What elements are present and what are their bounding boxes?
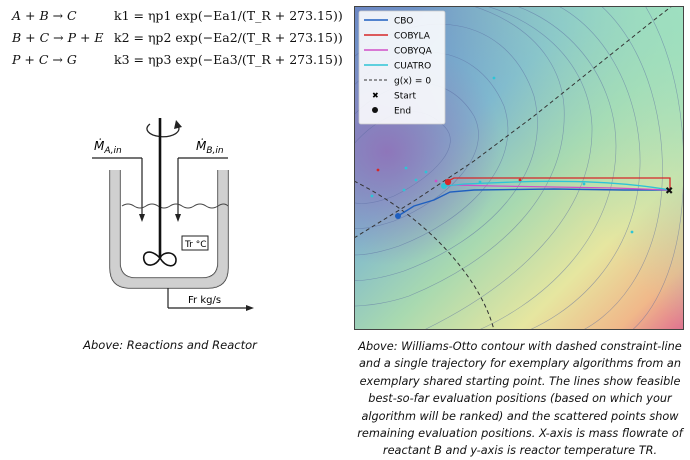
temperature-sensor (181, 235, 209, 251)
end-marker-cobyla (444, 178, 452, 186)
end-marker-cuatro (441, 183, 447, 189)
end-marker-cbo (395, 213, 401, 219)
reaction-rate: k2 = ηp2 exp(−Ea2/(T_R + 273.15)) (114, 30, 343, 45)
trajectory-cuatro (445, 180, 671, 191)
caption-line: remaining evaluation positions. X-axis i… (357, 427, 683, 441)
liquid-surface (121, 203, 229, 209)
reactor-jacket (110, 170, 228, 288)
legend-label-start: Start (394, 92, 416, 102)
legend: CBO COBYLA COBYQA CUATRO g(x) = 0 ✖ Star… (358, 10, 446, 125)
inlet-b-label: ṀB,in (196, 138, 224, 156)
legend-box (358, 10, 446, 125)
stirrer-rotation-arrowhead (174, 120, 182, 129)
reactor-vessel-outer (109, 170, 229, 289)
legend-swatch-start: ✖ (372, 91, 379, 100)
reaction-equation: P + C → G (12, 52, 77, 67)
temperature-label: Tr °C (184, 240, 207, 250)
caption-line: exemplary shared starting point. The lin… (359, 374, 681, 388)
contour-plot: ✖ CBO COBYLA COBYQA CUATRO g(x) = 0 ✖ St… (354, 6, 684, 330)
legend-label-end: End (394, 107, 411, 117)
right-caption: Above: Williams-Otto contour with dashed… (350, 338, 690, 460)
reaction-rate: k1 = ηp1 exp(−Ea1/(T_R + 273.15)) (114, 8, 343, 23)
caption-line: best-so-far evaluation positions (based … (368, 392, 672, 406)
trajectory-cbo (397, 188, 670, 217)
left-caption: Above: Reactions and Reactor (83, 338, 257, 352)
reactor-vessel-inner (119, 170, 219, 279)
impeller (142, 251, 177, 267)
reactor-diagram: ṀA,in ṀB,in Tr °C Fr kg/s (92, 118, 254, 311)
stirrer-rotation-arrow (146, 123, 180, 138)
inlet-a-label: ṀA,in (94, 138, 122, 156)
reaction-rate: k3 = ηp3 exp(−Ea3/(T_R + 273.15)) (114, 52, 343, 67)
legend-label-cbo: CBO (394, 17, 413, 27)
legend-label-constraint: g(x) = 0 (394, 77, 431, 87)
constraint-line (354, 6, 673, 239)
caption-line: algorithm will be ranked) and the scatte… (361, 409, 679, 423)
legend-label-cobyqa: COBYQA (394, 47, 433, 57)
plot-frame (354, 6, 684, 330)
reaction-equation: A + B → C (12, 8, 77, 23)
constraint-line-lower (354, 180, 495, 330)
caption-line: Above: Williams-Otto contour with dashed… (358, 340, 682, 353)
outlet-arrowhead (246, 305, 254, 311)
start-marker: ✖ (665, 186, 673, 197)
legend-swatch-end (372, 107, 378, 113)
caption-line: and a single trajectory for exemplary al… (358, 357, 682, 371)
inlet-a-arrowhead (139, 214, 145, 222)
reaction-equation: B + C → P + E (12, 30, 104, 45)
legend-label-cuatro: CUATRO (394, 62, 431, 72)
caption-line: reactant B and y-axis is reactor tempera… (382, 444, 658, 458)
legend-label-cobyla: COBYLA (394, 32, 431, 42)
inlet-b-arrowhead (175, 214, 181, 222)
outlet-label: Fr kg/s (188, 295, 221, 306)
